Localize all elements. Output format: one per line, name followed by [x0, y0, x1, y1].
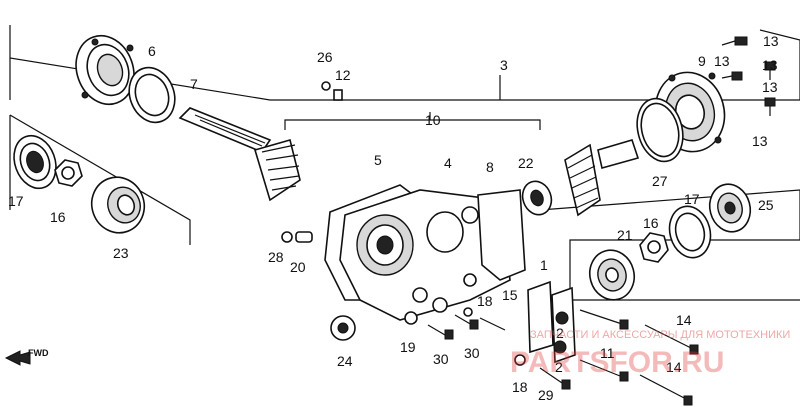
fwd-label: FWD [28, 348, 49, 358]
callout-16b: 16 [643, 215, 659, 231]
callout-25: 25 [758, 197, 774, 213]
callout-23: 23 [113, 245, 129, 261]
callout-13a: 13 [714, 53, 730, 69]
callout-21: 21 [617, 227, 633, 243]
callout-15: 15 [502, 287, 518, 303]
callout-8: 8 [486, 159, 494, 175]
callout-9: 9 [698, 53, 706, 69]
callout-18b: 18 [512, 379, 528, 395]
callout-29: 29 [538, 387, 554, 403]
roller-bearing-right-part [668, 205, 712, 259]
lock-nut-part [54, 159, 83, 187]
watermark: ЗАПЧАСТИ И АКСЕССУАРЫ ДЛЯ МОТОТЕХНИКИ PA… [510, 329, 790, 379]
o-ring-part [636, 97, 684, 163]
callout-27: 27 [652, 173, 668, 189]
callout-14b: 14 [666, 359, 682, 375]
callout-11: 11 [600, 345, 615, 361]
small-hardware-parts [281, 81, 699, 406]
ring-gear-part [564, 139, 640, 217]
ball-bearing-right-part [588, 249, 636, 301]
assembly-outline-lines [9, 25, 800, 301]
forward-direction-indicator: FWD [4, 348, 49, 366]
callout-18a: 18 [477, 293, 493, 309]
callout-30a: 30 [433, 351, 449, 367]
roller-bearing-part [13, 134, 57, 190]
callout-2b: 2 [555, 359, 563, 375]
callout-13b: 13 [763, 33, 779, 49]
callout-13c: 13 [762, 57, 778, 73]
callout-19: 19 [400, 339, 416, 355]
callout-28: 28 [268, 249, 284, 265]
housing-bolts-part [721, 36, 776, 116]
lock-nut-right-part [639, 232, 669, 263]
callout-26: 26 [317, 49, 333, 65]
callout-10: 10 [425, 112, 441, 128]
callout-labels: 6 7 3 26 12 10 5 4 8 22 9 13 13 13 13 13… [8, 33, 779, 403]
ball-bearing-part [90, 176, 146, 234]
callout-13d: 13 [762, 79, 778, 95]
gear-case-part [324, 184, 526, 321]
watermark-small-text: ЗАПЧАСТИ И АКСЕССУАРЫ ДЛЯ МОТОТЕХНИКИ [530, 329, 790, 341]
callout-17a: 17 [8, 193, 24, 209]
callout-20: 20 [290, 259, 306, 275]
callout-5: 5 [374, 152, 382, 168]
callout-14a: 14 [676, 312, 692, 328]
callout-4: 4 [444, 155, 452, 171]
pinion-shaft-part [178, 107, 301, 202]
final-drive-housing-part [654, 71, 726, 153]
callout-16a: 16 [50, 209, 66, 225]
callout-3: 3 [500, 57, 508, 73]
callout-1: 1 [540, 257, 548, 273]
callout-12: 12 [335, 67, 351, 83]
gasket-part [128, 66, 176, 124]
callout-17b: 17 [684, 191, 700, 207]
callout-2a: 2 [556, 325, 564, 341]
callout-7: 7 [190, 76, 198, 92]
small-bearing-part [521, 180, 553, 216]
callout-22: 22 [518, 155, 534, 171]
bearing-holder-part [75, 34, 135, 106]
watermark-large-text: PARTSFOR.RU [510, 346, 724, 379]
callout-6: 6 [148, 43, 156, 59]
callout-13e: 13 [752, 133, 768, 149]
output-bearing-part [708, 183, 752, 233]
callout-30b: 30 [464, 345, 480, 361]
callout-24: 24 [337, 353, 353, 369]
